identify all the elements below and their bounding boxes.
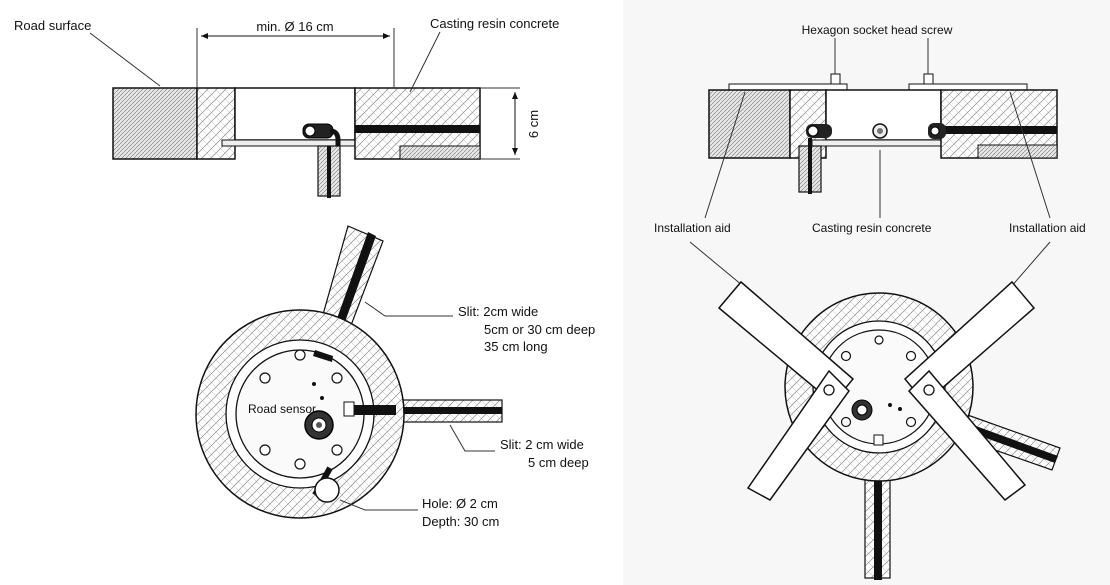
road-block-left — [708, 89, 791, 159]
slit1-line2: 5cm or 30 cm deep — [484, 322, 595, 337]
right-section-view: Hexagon socket head screw Installation a… — [654, 23, 1086, 301]
cable-channel — [355, 125, 480, 133]
install-aid-arm — [746, 369, 850, 501]
road-sensor-label: Road sensor — [248, 402, 316, 416]
install-aid-right-label: Installation aid — [1009, 221, 1086, 235]
road-surface-label: Road surface — [14, 18, 91, 33]
road-block-left — [112, 87, 198, 160]
hole — [314, 477, 340, 503]
slit2-line2: 5 cm deep — [528, 455, 589, 470]
resin-ring-left — [196, 87, 236, 160]
slit1-line1: Slit: 2cm wide — [458, 304, 538, 319]
casting-resin-label: Casting resin concrete — [430, 16, 559, 31]
hole-line2: Depth: 30 cm — [422, 514, 499, 529]
left-section-view: min. Ø 16 cm 6 cm Road surface Casting r… — [14, 16, 559, 198]
install-aid-left-label: Installation aid — [654, 221, 731, 235]
slit2-line1: Slit: 2 cm wide — [500, 437, 584, 452]
left-plan-view: Road sensor Slit: 2cm wide 5cm or 30 cm … — [195, 225, 621, 529]
dimension-width-label: min. Ø 16 cm — [256, 19, 333, 34]
dimension-height-label: 6 cm — [526, 110, 541, 138]
hole-line1: Hole: Ø 2 cm — [422, 496, 498, 511]
slit1-line3: 35 cm long — [484, 339, 548, 354]
casting-resin-label: Casting resin concrete — [812, 221, 932, 235]
install-aid-arm — [717, 280, 855, 405]
right-plan-view — [717, 280, 1061, 580]
install-aid-arm — [907, 369, 1027, 502]
screw-label: Hexagon socket head screw — [802, 23, 953, 37]
